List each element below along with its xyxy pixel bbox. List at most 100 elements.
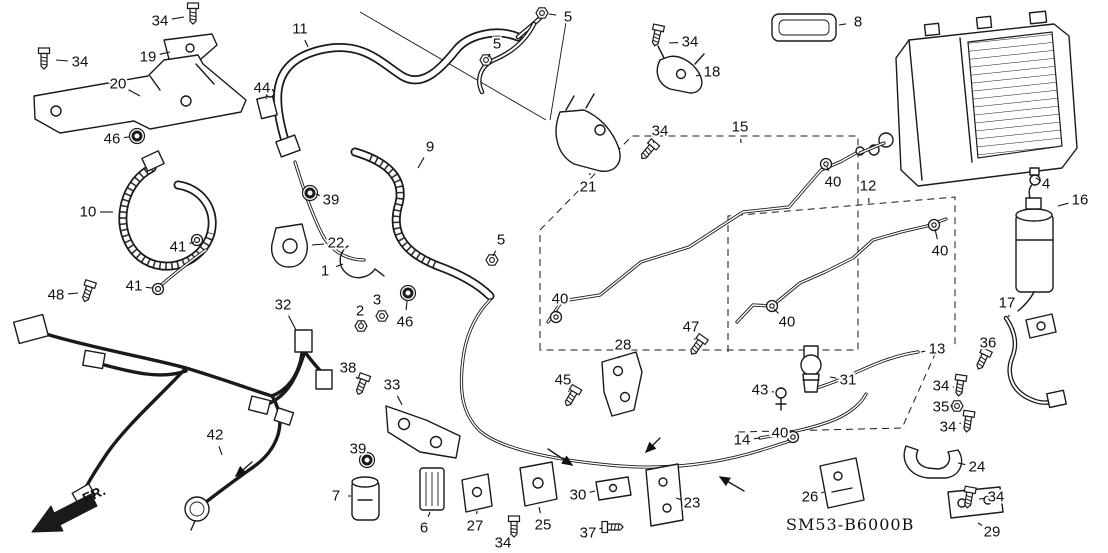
- grommet-icon: [399, 284, 417, 302]
- leader-line: [1057, 202, 1069, 207]
- grommet-icon: [128, 127, 146, 145]
- bolt-icon: [186, 2, 200, 25]
- callout-6: 6: [420, 520, 428, 537]
- leader-line: [920, 350, 926, 353]
- union-icon: [765, 299, 779, 313]
- bolt-icon: [37, 47, 51, 70]
- callout-1: 1: [321, 263, 329, 280]
- bolt-icon: [637, 138, 661, 163]
- callout-40: 40: [932, 243, 949, 260]
- callout-25: 25: [535, 517, 552, 534]
- ring-icon: [190, 233, 204, 247]
- bracket-23: [645, 463, 684, 527]
- callout-5: 5: [497, 232, 505, 249]
- callout-41: 41: [170, 239, 187, 256]
- callout-40: 40: [772, 425, 789, 442]
- corrugated-hose-9: [350, 147, 495, 301]
- leader-line: [405, 300, 408, 311]
- callout-11: 11: [292, 21, 308, 38]
- callout-43: 43: [752, 382, 769, 399]
- leader-line: [838, 23, 847, 26]
- leader-line: [189, 241, 195, 244]
- callout-37: 37: [580, 525, 597, 542]
- leader-line: [675, 497, 681, 500]
- callout-27: 27: [467, 518, 484, 535]
- callout-19: 19: [140, 49, 157, 66]
- clamp-24: [903, 445, 963, 479]
- callout-28: 28: [615, 337, 632, 354]
- callout-33: 33: [384, 377, 401, 394]
- callout-34: 34: [72, 54, 89, 71]
- callout-5: 5: [564, 9, 572, 26]
- nut-icon: [485, 254, 499, 266]
- callout-5: 5: [493, 36, 501, 53]
- callout-10: 10: [80, 204, 97, 221]
- ac-pipe-15: [546, 146, 865, 324]
- nut-icon: [375, 310, 389, 322]
- leader-line: [67, 292, 79, 295]
- hose-bracket-21: [555, 93, 621, 172]
- leader-line: [315, 193, 321, 197]
- callout-34: 34: [495, 535, 512, 552]
- bracket-28: [601, 351, 643, 417]
- callout-32: 32: [275, 297, 292, 314]
- fitting-44: [256, 88, 278, 120]
- callout-8: 8: [854, 14, 862, 31]
- callout-39: 39: [323, 192, 340, 209]
- valve-43: [775, 387, 787, 411]
- leader-line: [355, 376, 359, 380]
- callout-48: 48: [48, 287, 65, 304]
- bracket-26: [819, 457, 865, 509]
- leader-line: [934, 228, 938, 240]
- callout-34: 34: [940, 419, 957, 436]
- receiver-drier-16: [1015, 167, 1054, 312]
- leader-line: [829, 376, 837, 379]
- leader-line: [335, 263, 344, 268]
- callout-40: 40: [825, 174, 842, 191]
- callout-38: 38: [340, 360, 357, 377]
- evaporator-unit: [858, 10, 1078, 187]
- pipe-fitting-detail-5: [477, 21, 537, 95]
- pressure-switch-31: [800, 345, 822, 393]
- bracket-20: [33, 54, 247, 134]
- callout-26: 26: [802, 489, 819, 506]
- leader-line: [510, 532, 512, 534]
- bracket-27: [461, 473, 493, 513]
- callout-39: 39: [350, 441, 367, 458]
- bolt-icon: [601, 520, 624, 534]
- leader-line: [978, 497, 985, 500]
- callout-2: 2: [356, 303, 364, 320]
- callout-34: 34: [933, 378, 950, 395]
- leader-line: [599, 527, 603, 530]
- leader-line: [417, 157, 425, 169]
- union-icon: [549, 310, 563, 324]
- leader-line: [123, 136, 130, 139]
- connector-6: [419, 467, 445, 511]
- leader-line: [159, 51, 171, 55]
- callout-22: 22: [328, 235, 345, 252]
- leader-line: [589, 490, 596, 493]
- bracket-18: [656, 45, 705, 94]
- bolt-icon: [960, 409, 976, 434]
- callout-35: 35: [933, 399, 950, 416]
- callout-4: 4: [1042, 176, 1050, 193]
- suction-hose-11: [273, 15, 543, 262]
- leader-line: [145, 286, 153, 289]
- leader-line: [567, 390, 570, 393]
- callout-47: 47: [683, 319, 700, 336]
- callout-46: 46: [397, 314, 414, 331]
- leader-line: [492, 250, 497, 257]
- leader-line: [311, 243, 325, 246]
- callout-40: 40: [779, 314, 796, 331]
- leader-line: [218, 446, 223, 456]
- ring-icon: [151, 282, 165, 296]
- ac-pipe-12: [735, 217, 948, 324]
- grommet-icon: [301, 184, 319, 202]
- callout-40: 40: [552, 291, 569, 308]
- leader-line: [826, 166, 830, 172]
- leader-line: [288, 315, 297, 331]
- bolt-icon: [648, 23, 666, 48]
- callout-30: 30: [570, 487, 587, 504]
